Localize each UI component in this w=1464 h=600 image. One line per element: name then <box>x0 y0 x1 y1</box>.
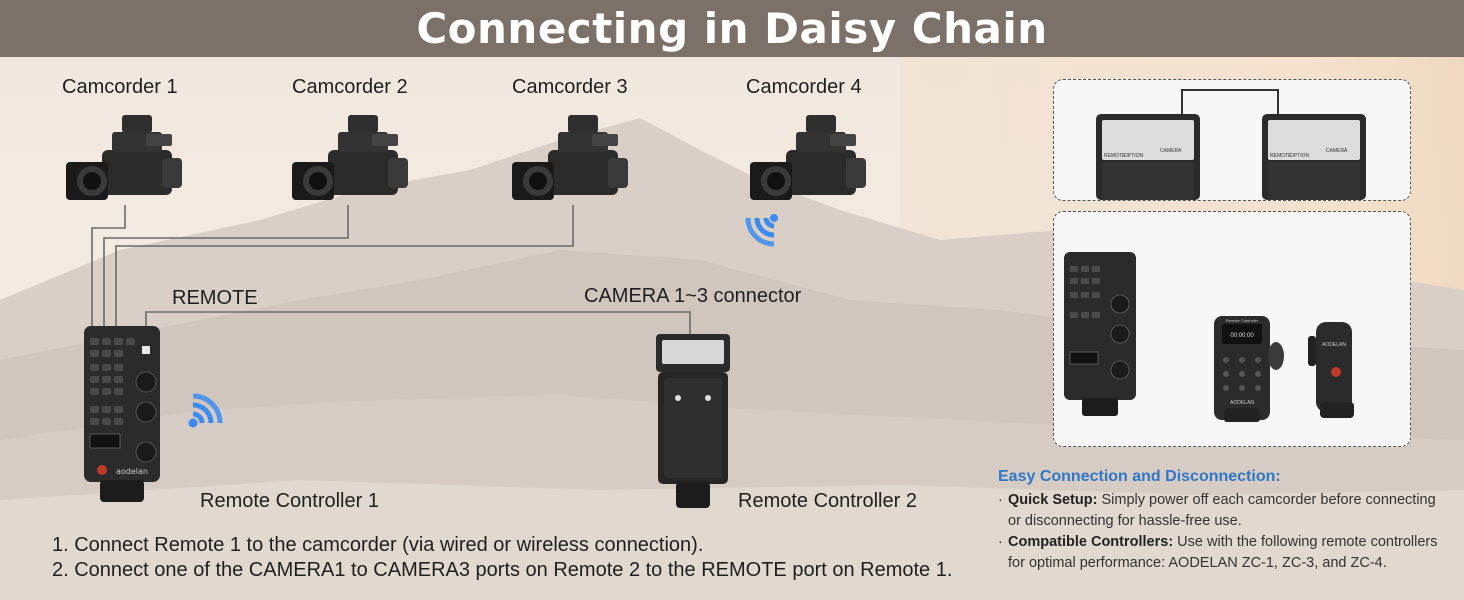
wifi-icon <box>188 393 223 428</box>
zc-1-controller <box>1064 252 1136 416</box>
zc3-display-text: 00:00:00 <box>1230 333 1254 339</box>
info-item-text: Use with the following remote controller… <box>1008 534 1438 571</box>
camcorder-1-label: Camcorder 1 <box>62 76 178 98</box>
info-item-bold: Compatible Controllers: <box>1008 534 1174 550</box>
zc-3-controller: Remote Controller 00:00:00 AODELAN <box>1214 316 1284 422</box>
camcorder-3-label: Camcorder 3 <box>512 76 628 98</box>
port-camera-text: CAMERA <box>1326 148 1348 154</box>
info-item-compatible-controllers: · Compatible Controllers: Use with the f… <box>998 532 1448 574</box>
info-section: Easy Connection and Disconnection: · Qui… <box>998 468 1448 574</box>
info-item-text: Simply power off each camcorder before c… <box>1008 492 1436 529</box>
zc3-title-text: Remote Controller <box>1226 318 1259 323</box>
camcorder-icon <box>512 115 628 200</box>
camcorder-icon <box>292 115 408 200</box>
port-remote-text: REMOTE <box>1270 153 1292 159</box>
wifi-icon <box>745 214 778 247</box>
camera-connector-label: CAMERA 1~3 connector <box>584 285 802 307</box>
camcorder-icon <box>66 115 182 200</box>
brand-text: aodelan <box>116 467 148 476</box>
title-banner: Connecting in Daisy Chain <box>0 0 1464 57</box>
step-1: 1. Connect Remote 1 to the camcorder (vi… <box>52 534 704 556</box>
info-item-bold: Quick Setup: <box>1008 492 1098 508</box>
bullet-dot: · <box>998 492 1003 508</box>
port-option-text: OPTION <box>1124 153 1144 159</box>
remote-controller-2-label: Remote Controller 2 <box>738 490 917 512</box>
bullet-dot: · <box>998 534 1003 550</box>
remote-controller-1-device: aodelan <box>84 326 160 502</box>
camcorder-4-label: Camcorder 4 <box>746 76 862 98</box>
brand-caps-text: AODELAN <box>1322 342 1346 348</box>
ports-detail-image: REMOTE OPTION CAMERA REMOTE OPTION CAMER… <box>1096 89 1366 200</box>
remote-port-label: REMOTE <box>172 287 258 309</box>
port-option-text: OPTION <box>1290 153 1310 159</box>
compatible-controllers-image: Remote Controller 00:00:00 AODELAN AODEL… <box>1064 252 1354 422</box>
instruction-steps: 1. Connect Remote 1 to the camcorder (vi… <box>52 533 952 583</box>
step-2: 2. Connect one of the CAMERA1 to CAMERA3… <box>52 559 953 581</box>
brand-caps-text: AODELAN <box>1230 400 1254 406</box>
camcorder-icon <box>750 115 866 200</box>
port-camera-text: CAMERA <box>1160 148 1182 154</box>
controllers-panel: Remote Controller 00:00:00 AODELAN AODEL… <box>1053 211 1411 447</box>
remote-controller-1-label: Remote Controller 1 <box>200 490 379 512</box>
camcorder-2-label: Camcorder 2 <box>292 76 408 98</box>
zc-4-controller: AODELAN <box>1308 322 1354 418</box>
remote-controller-2-device <box>656 334 730 508</box>
ports-detail-panel: REMOTE OPTION CAMERA REMOTE OPTION CAMER… <box>1053 79 1411 201</box>
info-heading: Easy Connection and Disconnection: <box>998 468 1281 485</box>
port-remote-text: REMOTE <box>1104 153 1126 159</box>
page-title: Connecting in Daisy Chain <box>416 4 1048 53</box>
info-item-quick-setup: · Quick Setup: Simply power off each cam… <box>998 490 1448 532</box>
